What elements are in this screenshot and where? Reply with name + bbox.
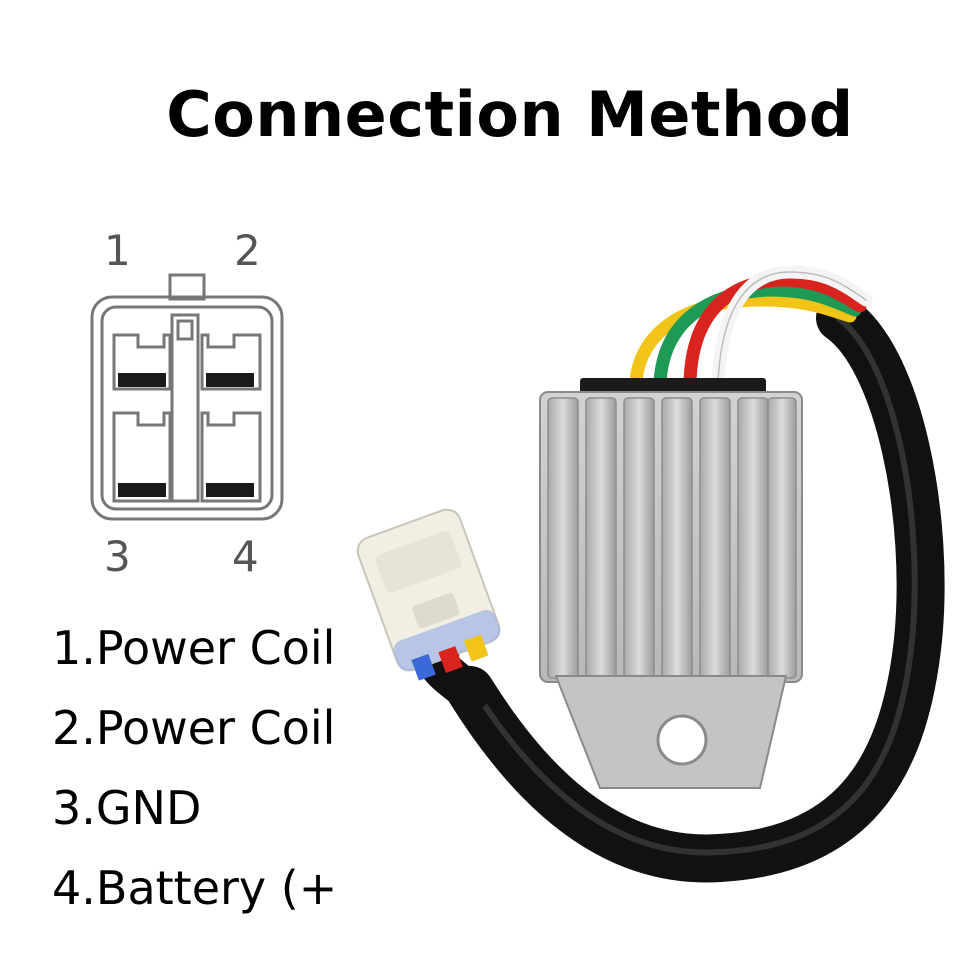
pin-number-2: 2 [234,226,261,275]
page-title: Connection Method [166,78,854,151]
mounting-hole [656,714,708,766]
pin-cavity-4 [200,411,262,503]
cable-loop [446,294,945,883]
heat-sink [539,391,803,789]
wire-green [653,283,862,389]
connector-latch [168,273,206,301]
pin-cavity-1 [112,333,172,391]
pin-number-4: 4 [232,532,259,581]
pin-cavity-3 [112,411,172,503]
pin-number-1: 1 [104,226,131,275]
legend-item-1: 1.Power Coil [52,621,336,675]
legend-item-4: 4.Battery (+ [52,861,338,915]
connector-divider [170,313,200,503]
wire-bundle [629,265,873,389]
pin-number-3: 3 [104,532,131,581]
legend-item-2: 2.Power Coil [52,701,336,755]
connector-shell-inner [100,305,274,511]
pin-cavity-2 [200,333,262,391]
plug-connector [356,508,501,681]
pin-legend: 1.Power Coil 2.Power Coil 3.GND 4.Batter… [52,612,337,932]
cooling-fins [547,397,797,679]
connector-pinout-diagram [90,273,284,521]
legend-item-3: 3.GND [52,781,202,835]
connector-shell-outer [90,295,284,521]
